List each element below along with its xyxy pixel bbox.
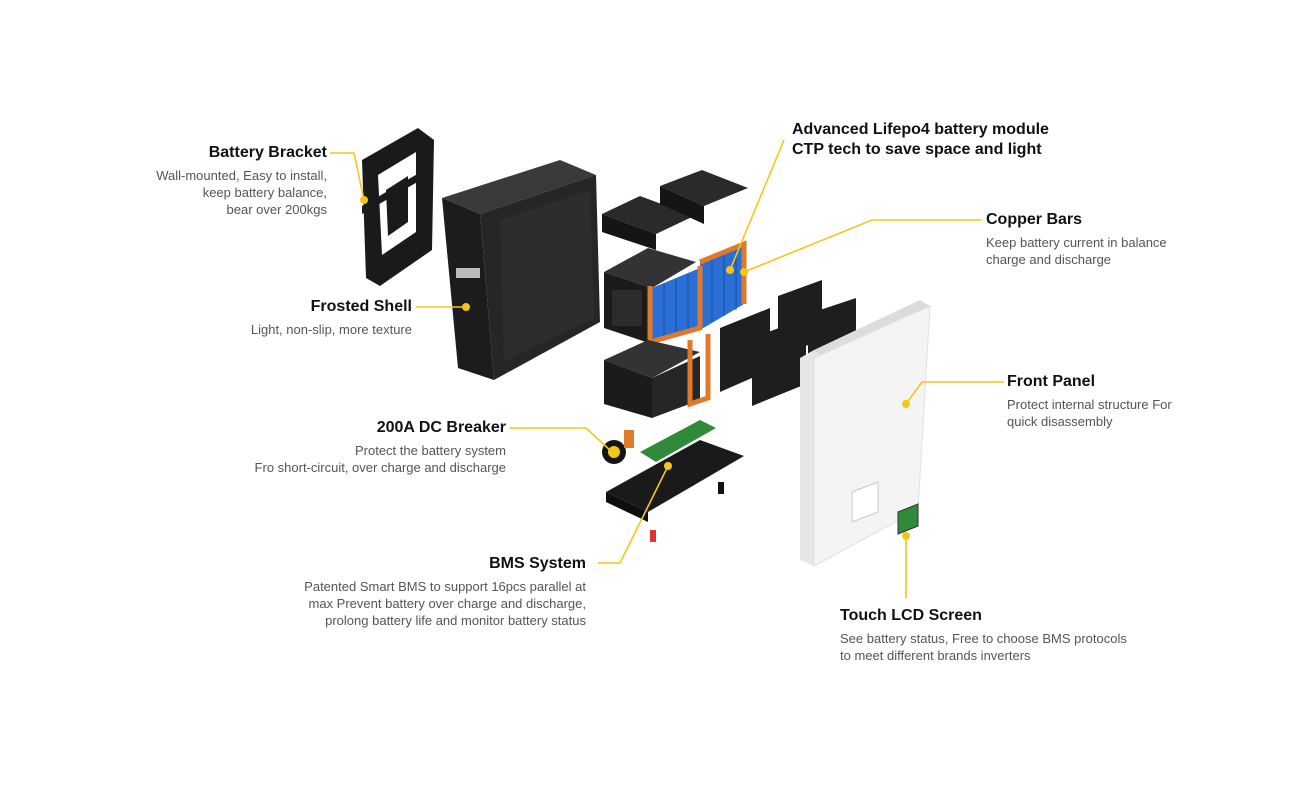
callout-dots bbox=[360, 196, 910, 540]
lifepo4-battery-module bbox=[604, 240, 747, 418]
frosted-shell-part bbox=[442, 160, 600, 380]
battery-module-title-line2: CTP tech to save space and light bbox=[792, 141, 1042, 158]
front-panel-title: Front Panel bbox=[1007, 373, 1096, 390]
copper-bars-title: Copper Bars bbox=[986, 211, 1083, 228]
label-bms-system: BMS System Patented Smart BMS to support… bbox=[250, 554, 586, 629]
label-front-panel: Front Panel Protect internal structure F… bbox=[1007, 372, 1237, 430]
label-battery-bracket: Battery Bracket Wall-mounted, Easy to in… bbox=[110, 143, 327, 218]
label-battery-module: Advanced Lifepo4 battery module CTP tech… bbox=[792, 120, 1112, 160]
bms-system-title: BMS System bbox=[489, 555, 586, 572]
battery-bracket-part bbox=[362, 128, 434, 286]
terminal-connectors bbox=[650, 482, 724, 542]
touch-lcd-title: Touch LCD Screen bbox=[840, 607, 982, 624]
label-frosted-shell: Frosted Shell Light, non-slip, more text… bbox=[190, 297, 412, 338]
label-copper-bars: Copper Bars Keep battery current in bala… bbox=[986, 210, 1226, 268]
battery-bracket-title: Battery Bracket bbox=[208, 144, 327, 161]
battery-module-title-line1: Advanced Lifepo4 battery module bbox=[792, 121, 1049, 138]
bms-tray-part bbox=[606, 420, 744, 522]
frosted-shell-title: Frosted Shell bbox=[310, 298, 412, 315]
label-dc-breaker: 200A DC Breaker Protect the battery syst… bbox=[200, 418, 506, 476]
dc-breaker-title: 200A DC Breaker bbox=[376, 419, 506, 436]
label-touch-lcd: Touch LCD Screen See battery status, Fre… bbox=[840, 606, 1180, 664]
touch-lcd-part bbox=[897, 503, 919, 535]
front-panel-desc: Protect internal structure For quick dis… bbox=[1007, 397, 1172, 429]
copper-bars-desc: Keep battery current in balance charge a… bbox=[986, 235, 1167, 267]
battery-bracket-desc: Wall-mounted, Easy to install, keep batt… bbox=[156, 168, 327, 217]
dc-breaker-desc: Protect the battery system Fro short-cir… bbox=[254, 443, 506, 475]
module-top-covers bbox=[602, 170, 748, 250]
touch-lcd-desc: See battery status, Free to choose BMS p… bbox=[840, 631, 1127, 663]
front-panel-part bbox=[800, 300, 931, 567]
leader-lines bbox=[330, 139, 1004, 598]
frosted-shell-desc: Light, non-slip, more texture bbox=[250, 322, 412, 337]
bms-system-desc: Patented Smart BMS to support 16pcs para… bbox=[304, 579, 586, 628]
